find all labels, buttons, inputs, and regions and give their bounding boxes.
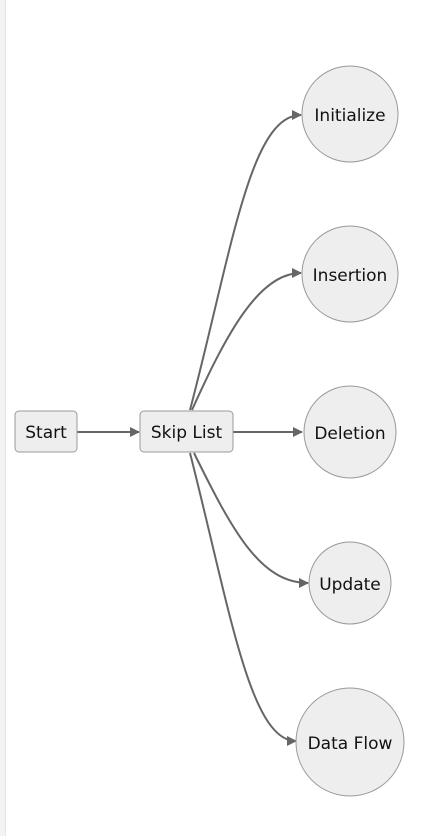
node-initialize-label: Initialize [314, 106, 385, 126]
node-update-label: Update [319, 575, 381, 595]
node-update[interactable]: Update [308, 541, 392, 625]
node-deletion-label: Deletion [314, 424, 385, 444]
node-start-label: Start [25, 423, 67, 443]
node-deletion[interactable]: Deletion [303, 385, 397, 479]
edge-skip-list-to-insertion [191, 268, 302, 411]
node-skip-list[interactable]: Skip List [139, 410, 234, 453]
node-skip-list-label: Skip List [151, 423, 223, 443]
node-data-flow-label: Data Flow [308, 734, 393, 754]
edges [77, 110, 309, 746]
edge-skip-list-to-data-flow [189, 452, 297, 746]
edge-skip-list-to-update [193, 452, 309, 588]
node-initialize[interactable]: Initialize [301, 65, 399, 163]
page-left-border [0, 0, 6, 836]
node-start[interactable]: Start [14, 410, 78, 453]
node-data-flow[interactable]: Data Flow [295, 687, 405, 797]
node-insertion[interactable]: Insertion [301, 225, 399, 323]
edge-skip-list-to-initialize [189, 110, 302, 411]
node-insertion-label: Insertion [313, 266, 388, 286]
